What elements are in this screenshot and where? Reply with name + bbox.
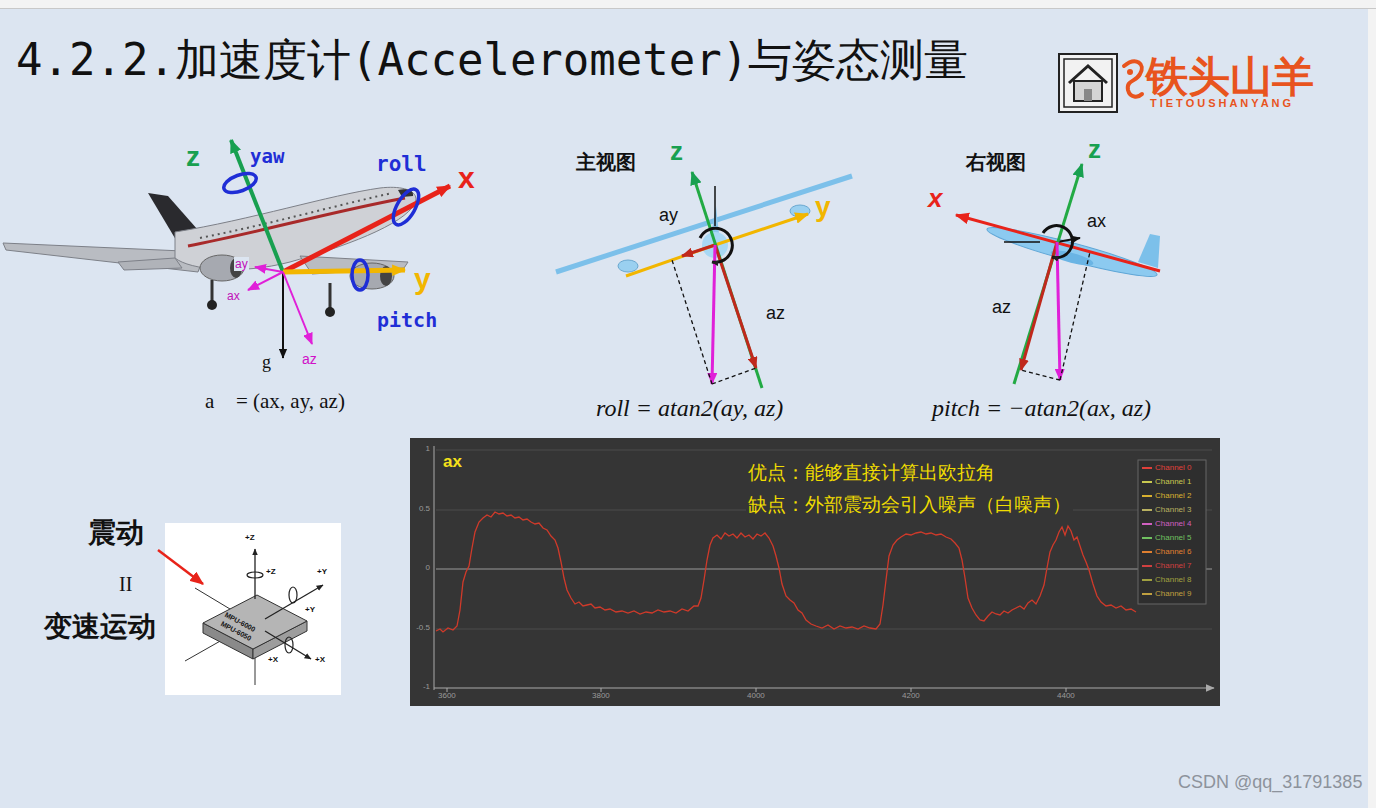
legend-row: Channel 6 xyxy=(1142,547,1191,557)
cons-note: 缺点：外部震动会引入噪声（白噪声） xyxy=(746,494,1073,517)
legend-swatch xyxy=(1142,481,1152,483)
y-tick: 0.5 xyxy=(410,504,430,514)
x-tick: 4200 xyxy=(902,691,920,701)
vibration-arrow xyxy=(158,550,203,584)
y-tick: -1 xyxy=(410,682,430,692)
legend-text: Channel 4 xyxy=(1155,519,1191,528)
legend-row: Channel 2 xyxy=(1142,491,1191,501)
legend-swatch xyxy=(1142,579,1152,581)
axis-label: y xyxy=(815,190,831,224)
legend-text: Channel 8 xyxy=(1155,575,1191,584)
signal-chart xyxy=(410,438,1220,706)
axis-label: z xyxy=(670,136,683,167)
legend-row: Channel 5 xyxy=(1142,533,1191,543)
legend-swatch xyxy=(1142,495,1152,497)
logo-name: 铁头山羊 xyxy=(1146,52,1314,102)
legend-swatch xyxy=(1142,551,1152,553)
legend-row: Channel 4 xyxy=(1142,519,1191,529)
component-label: ay xyxy=(234,257,249,271)
legend-swatch xyxy=(1142,467,1152,469)
legend-text: Channel 1 xyxy=(1155,477,1191,486)
chip-panel xyxy=(165,523,341,695)
equals-sign: II xyxy=(119,572,132,596)
watermark: CSDN @qq_31791385 xyxy=(1178,772,1362,794)
axis-label: +X xyxy=(268,655,278,665)
axis-label: +Y xyxy=(317,567,327,577)
axis-label: x xyxy=(928,183,942,214)
logo-icons xyxy=(1059,54,1142,112)
acceleration-label: 变速运动 xyxy=(44,610,156,644)
legend-swatch xyxy=(1142,537,1152,539)
component-label: az xyxy=(992,297,1011,319)
airplane xyxy=(3,187,416,317)
vector-formula: a⃗ = (ax, ay, az) xyxy=(205,389,345,414)
legend-text: Channel 7 xyxy=(1155,561,1191,570)
axis-label: +Z xyxy=(245,533,255,543)
component-label: ax xyxy=(1086,211,1107,233)
legend-row: Channel 9 xyxy=(1142,589,1191,599)
legend-row: Channel 8 xyxy=(1142,575,1191,585)
slide-title: 4.2.2.加速度计(Accelerometer)与姿态测量 xyxy=(16,34,968,87)
legend-row: Channel 7 xyxy=(1142,561,1191,571)
legend-text: Channel 0 xyxy=(1155,463,1191,472)
legend-text: Channel 5 xyxy=(1155,533,1191,542)
roll-formula: roll = atan2(ay, az) xyxy=(596,394,783,423)
legend-row: Channel 0 xyxy=(1142,463,1191,473)
axis-label: +X xyxy=(315,655,325,665)
legend-swatch xyxy=(1142,523,1152,525)
gravity-label: g xyxy=(262,352,271,374)
x-tick: 4000 xyxy=(747,691,765,701)
pitch-label: pitch xyxy=(377,308,437,332)
body-axes xyxy=(221,140,450,358)
view-title: 主视图 xyxy=(576,150,636,174)
chart-panel: ax 优点：能够直接计算出欧拉角缺点：外部震动会引入噪声（白噪声） 1 0.5 0 -0.… xyxy=(410,438,1220,706)
roll-label: roll xyxy=(376,152,427,177)
pros-note: 优点：能够直接计算出欧拉角 xyxy=(746,462,997,485)
legend-swatch xyxy=(1142,565,1152,567)
legend-row: Channel 1 xyxy=(1142,477,1191,487)
pitch-formula: pitch = −atan2(ax, az) xyxy=(932,394,1151,423)
legend-text: Channel 9 xyxy=(1155,589,1191,598)
legend-swatch xyxy=(1142,509,1152,511)
legend-text: Channel 3 xyxy=(1155,505,1191,514)
vibration-label: 震动 xyxy=(88,516,144,550)
y-tick: 1 xyxy=(410,444,430,454)
imu-chip xyxy=(185,549,323,685)
component-label: ax xyxy=(226,289,241,303)
yaw-label: yaw xyxy=(250,145,284,168)
legend-text: Channel 6 xyxy=(1155,547,1191,556)
front-view xyxy=(556,172,852,388)
y-tick: -0.5 xyxy=(410,623,430,633)
axis-label: x xyxy=(458,160,475,196)
x-tick: 4400 xyxy=(1057,691,1075,701)
view-title: 右视图 xyxy=(966,150,1026,174)
x-tick: 3800 xyxy=(592,691,610,701)
axis-label: z xyxy=(1088,134,1101,165)
axis-label: z xyxy=(186,140,200,174)
component-label: ay xyxy=(658,205,679,227)
axis-label: +Z xyxy=(266,567,276,577)
legend-text: Channel 2 xyxy=(1155,491,1191,500)
side-view xyxy=(956,164,1160,384)
logo-subtitle: TIETOUSHANYANG xyxy=(1150,97,1294,110)
legend-swatch xyxy=(1142,593,1152,595)
chip-panel: +Z+Z+Y+Y+X+XMPU-6000MPU-6050 xyxy=(165,523,341,695)
chart-title: ax xyxy=(443,452,462,472)
x-tick: 3600 xyxy=(438,691,456,701)
y-tick: 0 xyxy=(410,563,430,573)
axis-label: y xyxy=(414,261,431,297)
component-label: az xyxy=(302,351,317,368)
axis-label: +Y xyxy=(305,605,315,615)
legend-row: Channel 3 xyxy=(1142,505,1191,515)
component-label: az xyxy=(766,303,785,325)
